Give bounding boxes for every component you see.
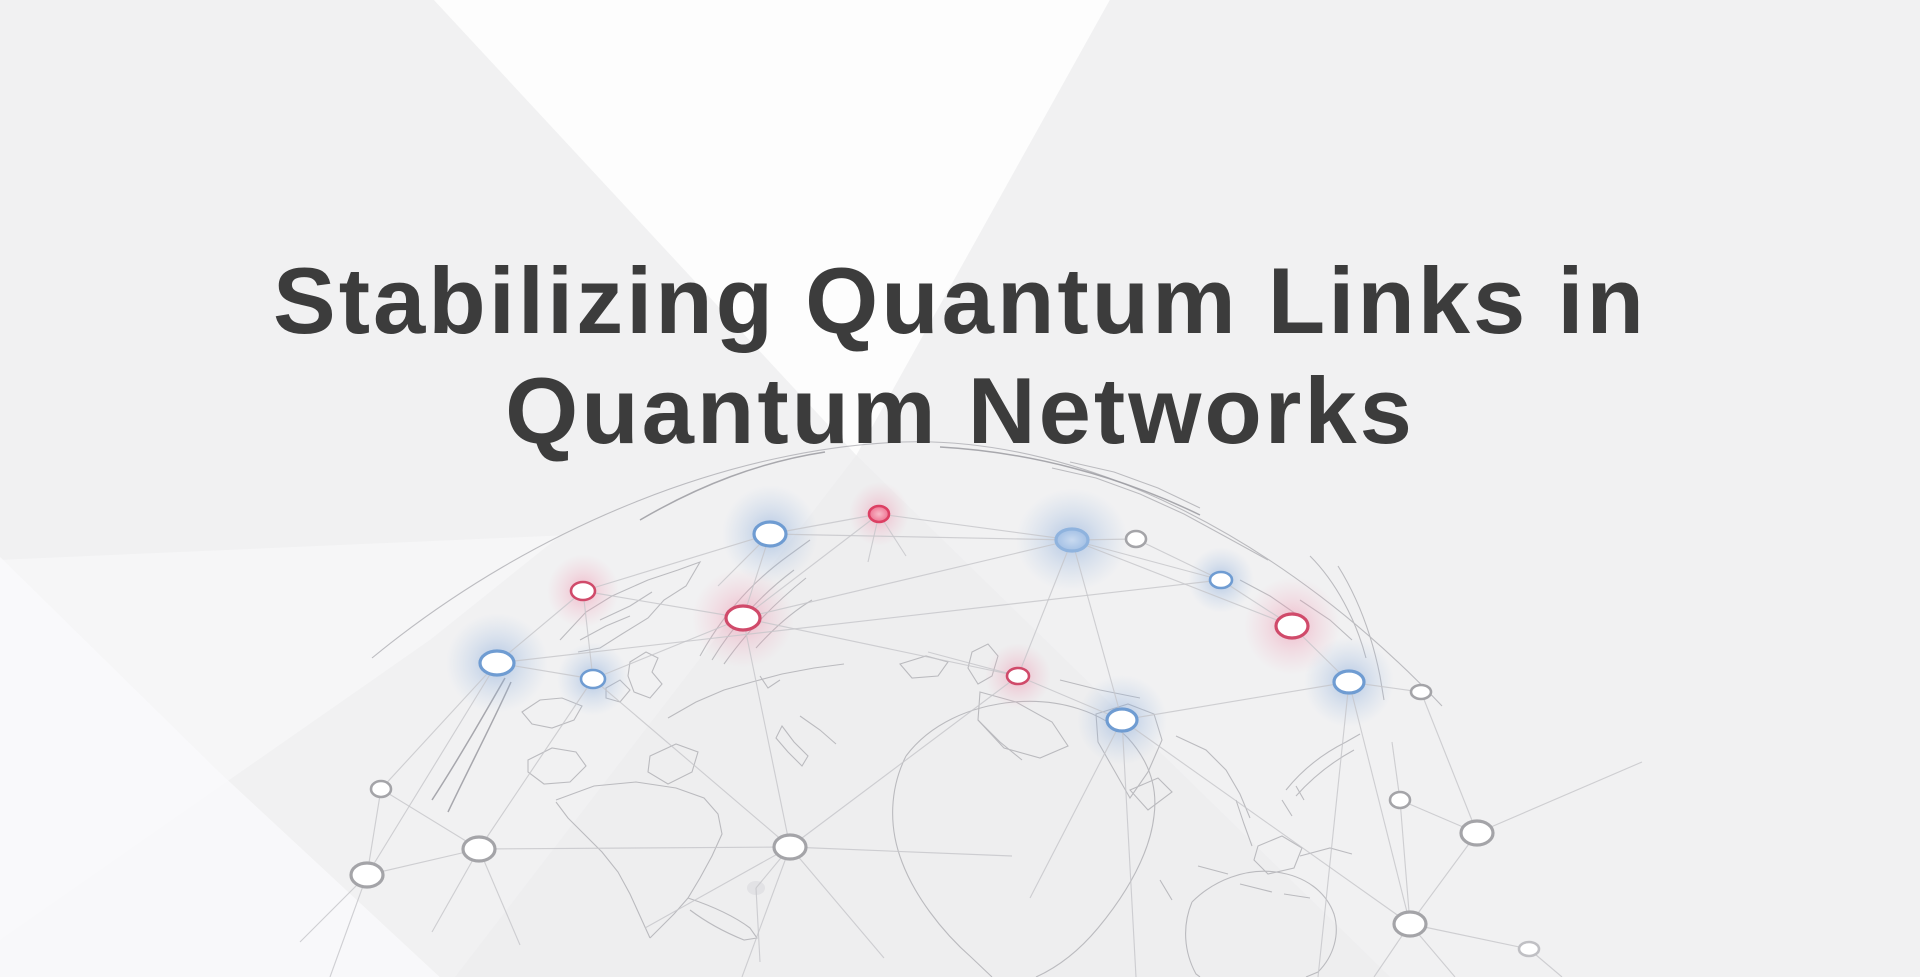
- network-link-e-j: [582, 590, 594, 680]
- network-stub-k: [927, 651, 1019, 677]
- network-node-a: [867, 504, 891, 524]
- network-link-p-q: [366, 848, 480, 876]
- network-link-n-t: [1420, 691, 1478, 834]
- network-stub-s: [1391, 741, 1401, 801]
- network-node-u: [1392, 910, 1428, 938]
- network-stub-p: [478, 848, 521, 946]
- network-link-a-g: [742, 513, 880, 619]
- network-nodes: [349, 504, 1541, 958]
- network-node-e: [569, 580, 597, 602]
- title-line-1: Stabilizing Quantum Links in: [273, 248, 1647, 353]
- network-stub-l: [1029, 719, 1123, 899]
- network-link-i-f: [496, 579, 1222, 664]
- network-node-r: [772, 833, 808, 861]
- network-link-g-j: [592, 617, 744, 680]
- network-link-j-p: [478, 678, 594, 850]
- network-node-t: [1459, 819, 1495, 847]
- network-node-p: [461, 835, 497, 863]
- network-link-t-u: [1409, 832, 1478, 925]
- network-link-m-u: [1348, 681, 1411, 925]
- network-node-glows: [446, 482, 1394, 765]
- network-link-c-h: [1071, 539, 1293, 627]
- network-node-l: [1105, 707, 1139, 733]
- network-node-f: [1208, 570, 1234, 590]
- network-link-a-b: [769, 513, 880, 535]
- network-link-g-k: [742, 617, 1019, 677]
- network-link-c-k: [1017, 539, 1073, 677]
- page-title: Stabilizing Quantum Links in Quantum Net…: [0, 246, 1920, 466]
- network-node-v: [1517, 940, 1541, 958]
- network-link-r-k: [789, 675, 1019, 848]
- title-line-2: Quantum Networks: [505, 358, 1415, 463]
- network-link-u-v: [1409, 923, 1530, 950]
- network-stub-r: [789, 846, 1013, 857]
- network-node-h: [1274, 612, 1310, 640]
- network-link-b-g: [742, 533, 771, 619]
- network-link-l-m: [1121, 681, 1350, 721]
- network-stub-m: [1317, 681, 1350, 977]
- network-link-i-o: [380, 662, 498, 790]
- network-stub-r: [741, 846, 791, 977]
- network-stub-q: [299, 874, 368, 943]
- network-link-g-r: [742, 617, 791, 848]
- network-stub-l: [1121, 719, 1137, 977]
- network-link-o-q: [366, 788, 382, 876]
- network-node-i: [478, 649, 516, 677]
- network-node-g: [724, 604, 762, 632]
- network-link-c-l: [1071, 539, 1123, 721]
- network-stub-q: [329, 874, 368, 977]
- network-link-b-e: [582, 533, 771, 592]
- network-stub-r: [789, 846, 885, 959]
- network-link-d-f: [1135, 538, 1222, 581]
- network-link-s-u: [1399, 799, 1411, 925]
- network-node-k: [1005, 666, 1031, 686]
- network-node-q: [349, 861, 385, 889]
- network-link-e-i: [496, 590, 584, 664]
- network-link-e-g: [582, 590, 744, 619]
- network-link-p-r: [478, 846, 791, 850]
- network-stub-gh: [755, 887, 761, 963]
- network-link-k-l: [1017, 675, 1123, 721]
- network-stub-t: [1476, 761, 1643, 834]
- network-node-s: [1388, 790, 1412, 810]
- network-stub-p: [431, 848, 480, 933]
- network-link-l-u: [1121, 719, 1411, 925]
- network-link-o-p: [380, 788, 480, 850]
- network-node-d: [1124, 529, 1148, 549]
- network-node-j: [579, 668, 607, 690]
- network-node-n: [1409, 683, 1433, 701]
- network-node-o: [369, 779, 393, 799]
- network-stub-r: [644, 846, 791, 929]
- network-links: [299, 513, 1643, 977]
- network-link-a-c: [878, 513, 1073, 541]
- network-link-b-c: [769, 533, 1073, 541]
- network-node-m: [1332, 669, 1366, 695]
- network-node-b: [752, 520, 788, 548]
- network-node-c: [1054, 527, 1090, 553]
- network-link-c-f: [1071, 539, 1222, 581]
- network-link-c-g: [742, 539, 1073, 619]
- network-link-j-r: [592, 678, 791, 848]
- network-link-i-q: [366, 662, 498, 876]
